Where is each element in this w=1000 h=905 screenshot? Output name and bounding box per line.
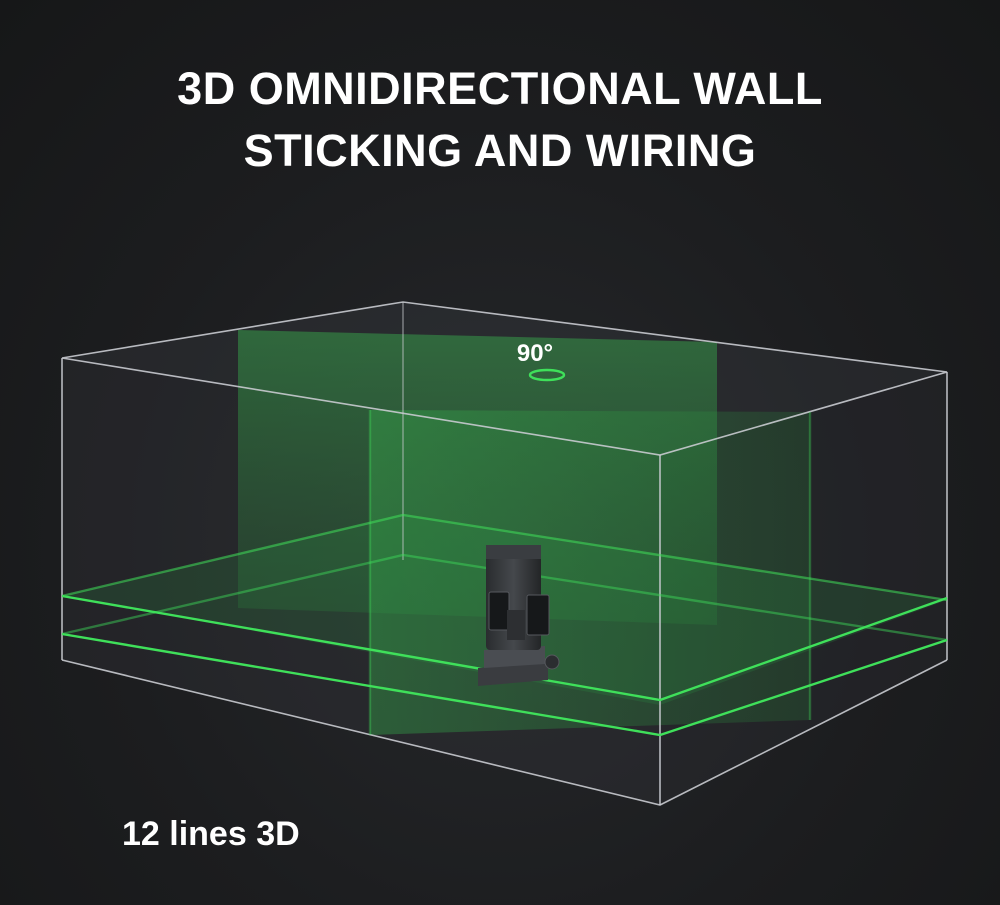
angle-label: 90°	[517, 340, 553, 367]
headline-line-1: 3D OMNIDIRECTIONAL WALL	[177, 63, 823, 114]
laser-line-back-2	[61, 553, 948, 642]
room-box-edges	[61, 301, 948, 806]
laser-lines	[61, 410, 948, 737]
laser-line-level-1	[61, 594, 948, 702]
laser-level-device-icon	[478, 545, 560, 686]
headline-line-2: STICKING AND WIRING	[243, 125, 757, 176]
laser-plane-cross	[370, 410, 810, 735]
headline: 3D OMNIDIRECTIONAL WALL STICKING AND WIR…	[0, 58, 1000, 182]
angle-ring	[528, 368, 566, 382]
angle-marker: 90°	[517, 340, 566, 382]
laser-line-back-1	[61, 513, 948, 602]
laser-line-level-2	[61, 632, 948, 737]
caption-12-lines: 12 lines 3D	[122, 815, 300, 853]
